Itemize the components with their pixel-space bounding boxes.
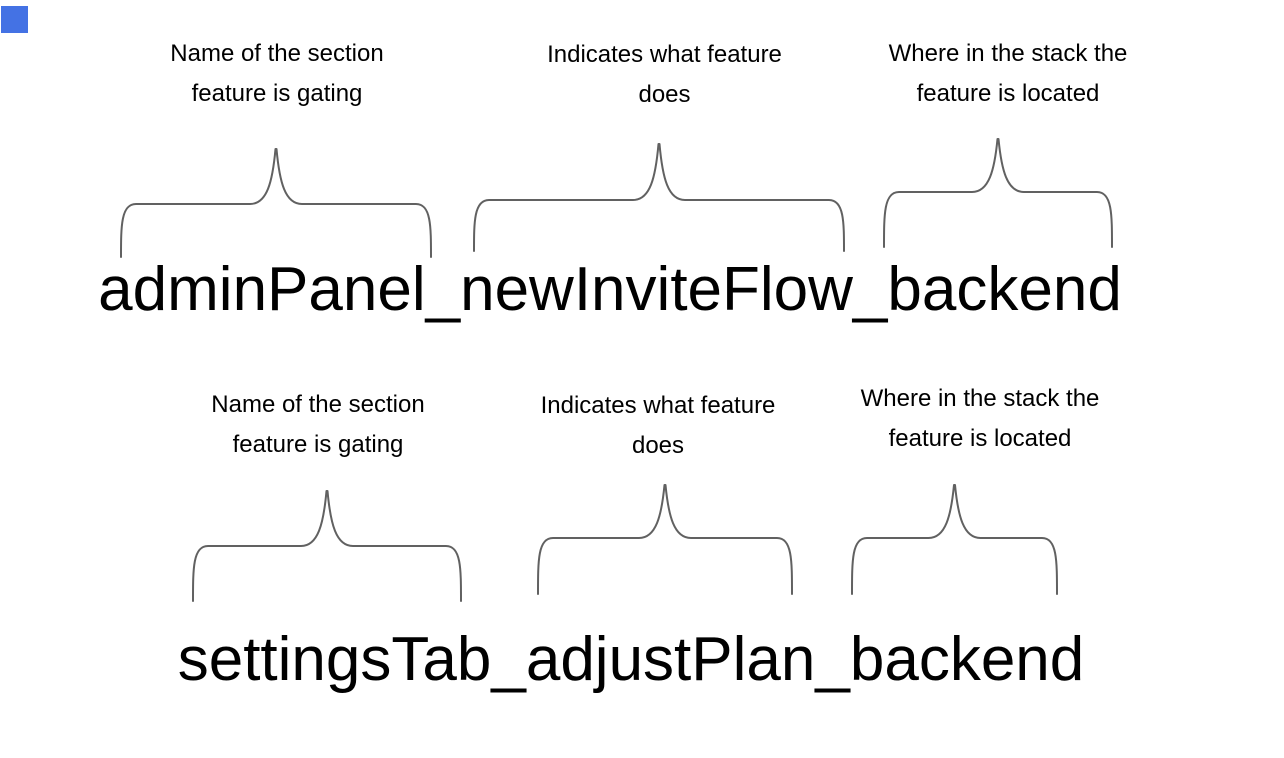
- blue-marker: [1, 6, 28, 33]
- annotation-label-stack: Where in the stack the feature is locate…: [860, 385, 1100, 452]
- brace: [883, 138, 1113, 248]
- brace: [473, 143, 845, 252]
- brace: [192, 490, 462, 602]
- flag-name-2: settingsTab_adjustPlan_backend: [177, 625, 1085, 694]
- flag-name-1: adminPanel_newInviteFlow_backend: [98, 255, 1122, 324]
- brace: [537, 484, 793, 595]
- annotation-label-section: Name of the section feature is gating: [170, 40, 384, 107]
- annotation-label-stack: Where in the stack the feature is locate…: [888, 40, 1128, 107]
- annotation-label-feature: Indicates what feature does: [540, 392, 776, 459]
- brace: [851, 484, 1058, 595]
- annotation-label-section: Name of the section feature is gating: [211, 391, 425, 458]
- brace: [120, 148, 432, 258]
- annotation-label-feature: Indicates what feature does: [547, 41, 782, 108]
